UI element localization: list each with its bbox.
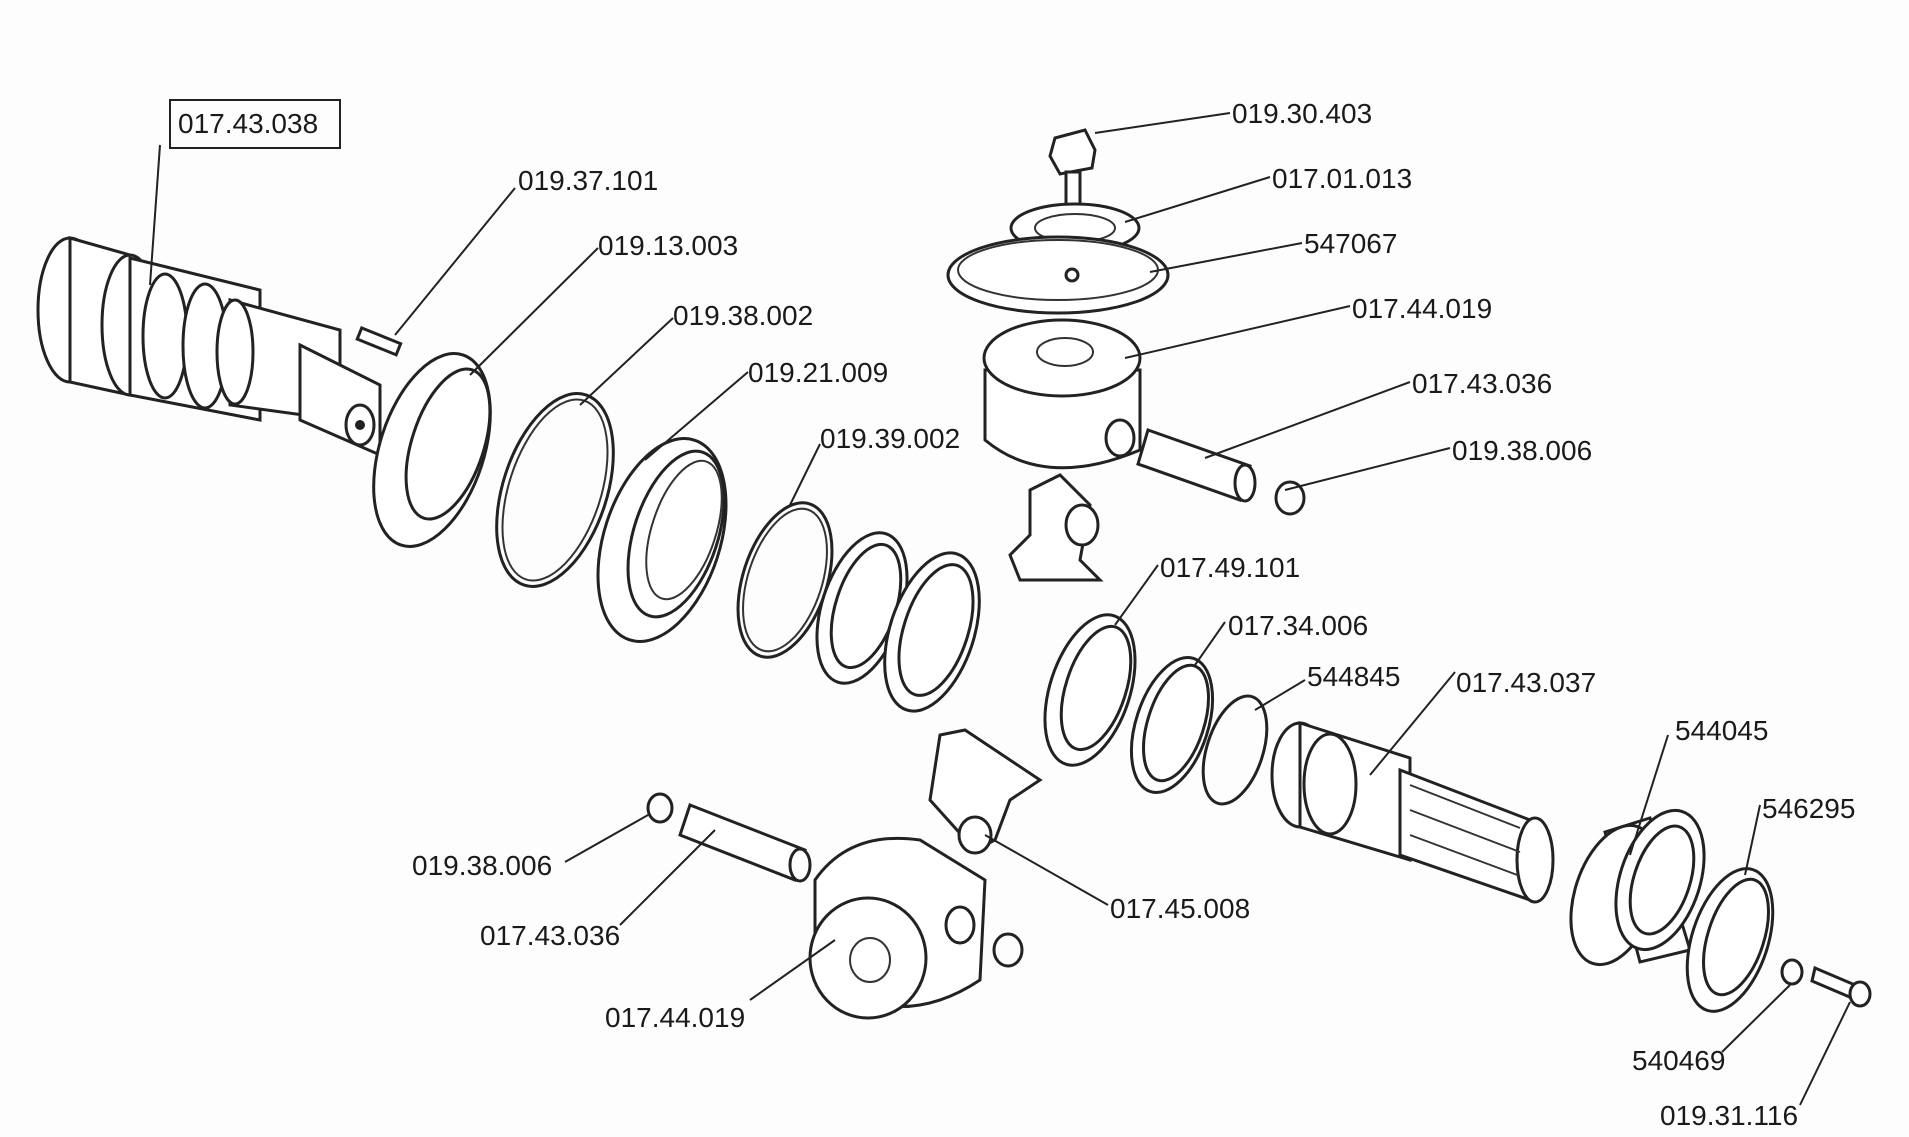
label-017-49-101: 017.49.101	[1160, 552, 1300, 583]
label-019-38-006-lower: 019.38.006	[412, 850, 552, 881]
label-017-34-006: 017.34.006	[1228, 610, 1368, 641]
label-540469: 540469	[1632, 1045, 1725, 1076]
label-017-43-036-lower: 017.43.036	[480, 920, 620, 951]
label-019-21-009: 019.21.009	[748, 357, 888, 388]
part-labels: 017.43.038 019.37.101 019.13.003 019.38.…	[178, 98, 1855, 1131]
label-019-39-002: 019.39.002	[820, 423, 960, 454]
cap-assembly	[946, 128, 1170, 315]
seal-small	[1043, 613, 1137, 767]
circlip-small	[1201, 694, 1269, 806]
pin-lower	[646, 792, 812, 883]
label-019-30-403: 019.30.403	[1232, 98, 1372, 129]
label-019-38-006-upper: 019.38.006	[1452, 435, 1592, 466]
seal-end	[1685, 867, 1775, 1013]
cross-bracket-upper	[1008, 473, 1104, 582]
label-017-43-036-upper: 017.43.036	[1412, 368, 1552, 399]
end-washer-and-bolt	[1780, 958, 1872, 1008]
main-shaft	[36, 236, 403, 458]
bearing-large	[596, 437, 728, 643]
label-019-31-116: 019.31.116	[1660, 1100, 1798, 1131]
label-017-45-008: 017.45.008	[1110, 893, 1250, 924]
bearing-small	[1569, 808, 1706, 967]
label-019-13-003: 019.13.003	[598, 230, 738, 261]
seal-ring	[372, 352, 492, 548]
label-544045: 544045	[1675, 715, 1768, 746]
leader-lines	[149, 112, 1851, 1106]
label-017-43-038: 017.43.038	[178, 108, 318, 139]
label-017-44-019-upper: 017.44.019	[1352, 293, 1492, 324]
label-544845: 544845	[1307, 661, 1400, 692]
yoke-lower	[808, 836, 1024, 1020]
label-019-37-101: 019.37.101	[518, 165, 658, 196]
pin-upper	[1136, 428, 1306, 516]
label-547067: 547067	[1304, 228, 1397, 259]
label-546295: 546295	[1762, 793, 1855, 824]
label-017-01-013: 017.01.013	[1272, 163, 1412, 194]
label-017-44-019-lower: 017.44.019	[605, 1002, 745, 1033]
label-019-38-002: 019.38.002	[673, 300, 813, 331]
washers	[815, 531, 981, 713]
label-017-43-037: 017.43.037	[1456, 667, 1596, 698]
splined-shaft	[1270, 720, 1555, 904]
yoke-upper	[982, 318, 1142, 470]
cross-bracket-lower	[928, 728, 1043, 855]
ring-small	[1130, 656, 1214, 794]
label-box	[169, 99, 341, 149]
